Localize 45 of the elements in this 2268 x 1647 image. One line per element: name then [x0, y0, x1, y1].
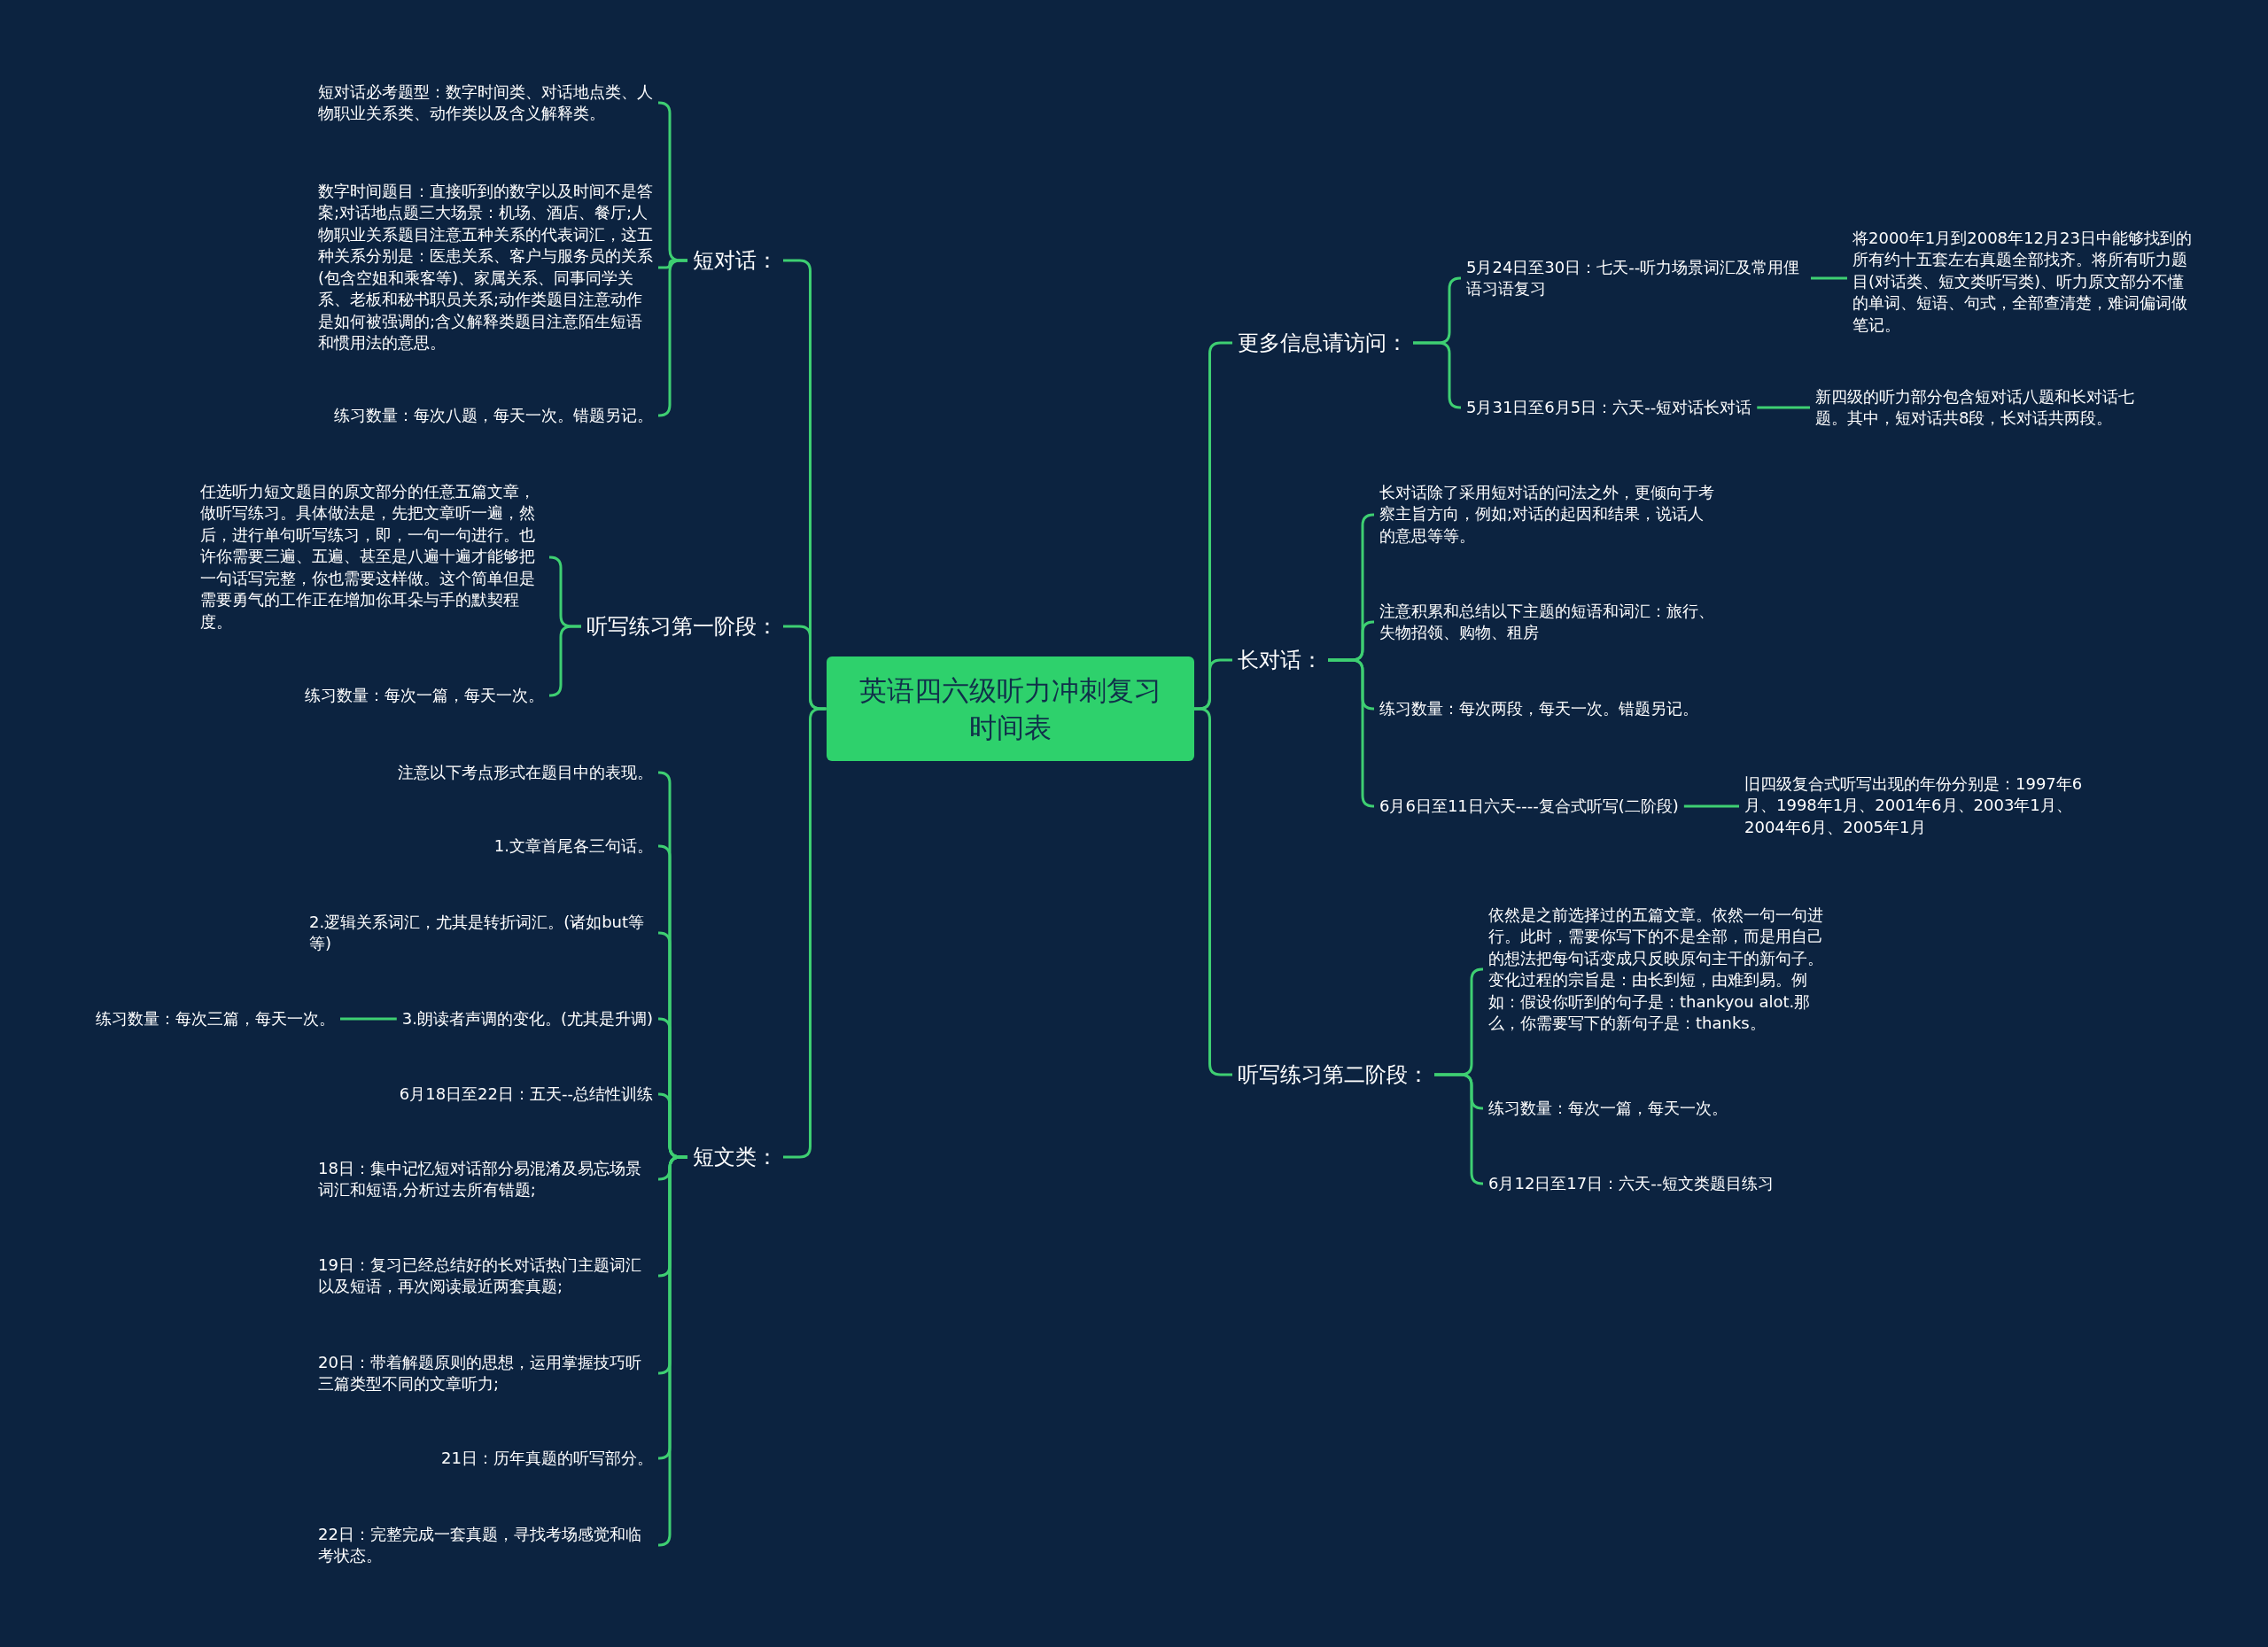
note-text: 5月31日至6月5日：六天--短对话长对话 [1461, 393, 1758, 422]
note-text: 练习数量：每次八题，每天一次。错题另记。 [329, 401, 658, 430]
branch-topic: 听写练习第二阶段： [1232, 1057, 1434, 1092]
note-text: 数字时间题目：直接听到的数字以及时间不是答案;对话地点题三大场景：机场、酒店、餐厅;人物职业关系题目注意五种关系的代表词汇，这五种关系分别是：医患关系、客户与服务员的关系(包含空姐和乘客等)、家属关系、同事同学关系、老板和秘书职员关系;动作类题目注意动作是如何被强调的;含义解释类题目注意陌生短语和惯用法的意思。 [313, 178, 658, 357]
note-text: 练习数量：每次一篇，每天一次。 [299, 681, 549, 710]
branch-connector [1434, 1073, 1484, 1185]
branch-connector [1328, 658, 1375, 808]
note-text: 21日：历年真题的听写部分。 [436, 1444, 658, 1472]
branch-topic: 短对话： [687, 243, 783, 278]
note-text: 1.文章首尾各三句话。 [488, 832, 658, 860]
branch-connector [340, 1017, 397, 1021]
note-text: 长对话除了采用短对话的问法之外，更倾向于考察主旨方向，例如;对话的起因和结果，说话人的意思等等。 [1374, 479, 1724, 550]
note-text: 将2000年1月到2008年12月23日中能够找到的所有约十五套左右真题全部找齐。将所有听力题目(对话类、短文类听写类)、听力原文部分不懂的单词、短语、句式，全部查清楚，难词偏词做笔记。 [1847, 224, 2202, 339]
branch-connector [657, 1155, 687, 1547]
note-text: 旧四级复合式听写出现的年份分别是：1997年6月、1998年1月、2001年6月、2003年1月、2004年6月、2005年1月 [1739, 771, 2089, 842]
note-text: 任选听力短文题目的原文部分的任意五篇文章，做听写练习。具体做法是，先把文章听一遍，然后，进行单句听写练习，即，一句一句进行。也许你需要三遍、五遍、甚至是八遍十遍才能够把一句话写完整，你也需要这样做。这个简单但是需要勇气的工作正在增加你耳朵与手的默契程度。 [195, 478, 549, 636]
note-text: 注意以下考点形式在题目中的表现。 [392, 758, 658, 787]
note-text: 练习数量：每次一篇，每天一次。 [1483, 1094, 1733, 1123]
note-text: 3.朗读者声调的变化。(尤其是升调) [396, 1005, 658, 1033]
branch-connector [1683, 804, 1739, 808]
branch-topic: 听写练习第一阶段： [581, 609, 783, 644]
branch-connector [1413, 341, 1462, 409]
branch-topic: 短文类： [687, 1139, 783, 1175]
note-text: 5月24日至30日：七天--听力场景词汇及常用俚语习语复习 [1461, 253, 1811, 303]
branch-topic: 长对话： [1232, 642, 1328, 678]
note-text: 19日：复习已经总结好的长对话热门主题词汇以及短语，再次阅读最近两套真题; [313, 1251, 658, 1301]
note-text: 短对话必考题型：数字时间类、对话地点类、人物职业关系类、动作类以及含义解释类。 [313, 78, 658, 128]
note-text: 20日：带着解题原则的思想，运用掌握技巧听三篇类型不同的文章听力; [313, 1348, 658, 1398]
note-text: 练习数量：每次三篇，每天一次。 [90, 1005, 340, 1033]
branch-topic: 更多信息请访问： [1232, 325, 1413, 361]
note-text: 22日：完整完成一套真题，寻找考场感觉和临考状态。 [313, 1520, 658, 1570]
branch-connector [1757, 406, 1810, 409]
note-text: 6月18日至22日：五天--总结性训练 [393, 1080, 658, 1108]
note-text: 2.逻辑关系词汇，尤其是转折词汇。(诸如but等等) [304, 908, 658, 958]
note-text: 6月12日至17日：六天--短文类题目练习 [1483, 1169, 1780, 1198]
branch-connector [1811, 276, 1847, 280]
note-text: 新四级的听力部分包含短对话八题和长对话七题。其中，短对话共8段，长对话共两段。 [1810, 383, 2164, 432]
branch-connector [657, 259, 687, 417]
note-text: 练习数量：每次两段，每天一次。错题另记。 [1374, 695, 1704, 723]
note-text: 18日：集中记忆短对话部分易混淆及易忘场景词汇和短语,分析过去所有错题; [313, 1154, 658, 1204]
root-topic-box: 英语四六级听力冲刺复习时间表 [826, 656, 1194, 761]
note-text: 6月6日至11日六天----复合式听写(二阶段) [1374, 792, 1684, 820]
note-text: 注意积累和总结以下主题的短语和词汇：旅行、失物招领、购物、租房 [1374, 597, 1724, 647]
note-text: 依然是之前选择过的五篇文章。依然一句一句进行。此时，需要你写下的不是全部，而是用自己的想法把每句话变成只反映原句主干的新句子。变化过程的宗旨是：由长到短，由难到易。例如：假设你听到的句子是：thankyou alot.那么，你需要写下的新句子是：thanks。 [1483, 901, 1833, 1037]
branch-connector [548, 625, 581, 697]
